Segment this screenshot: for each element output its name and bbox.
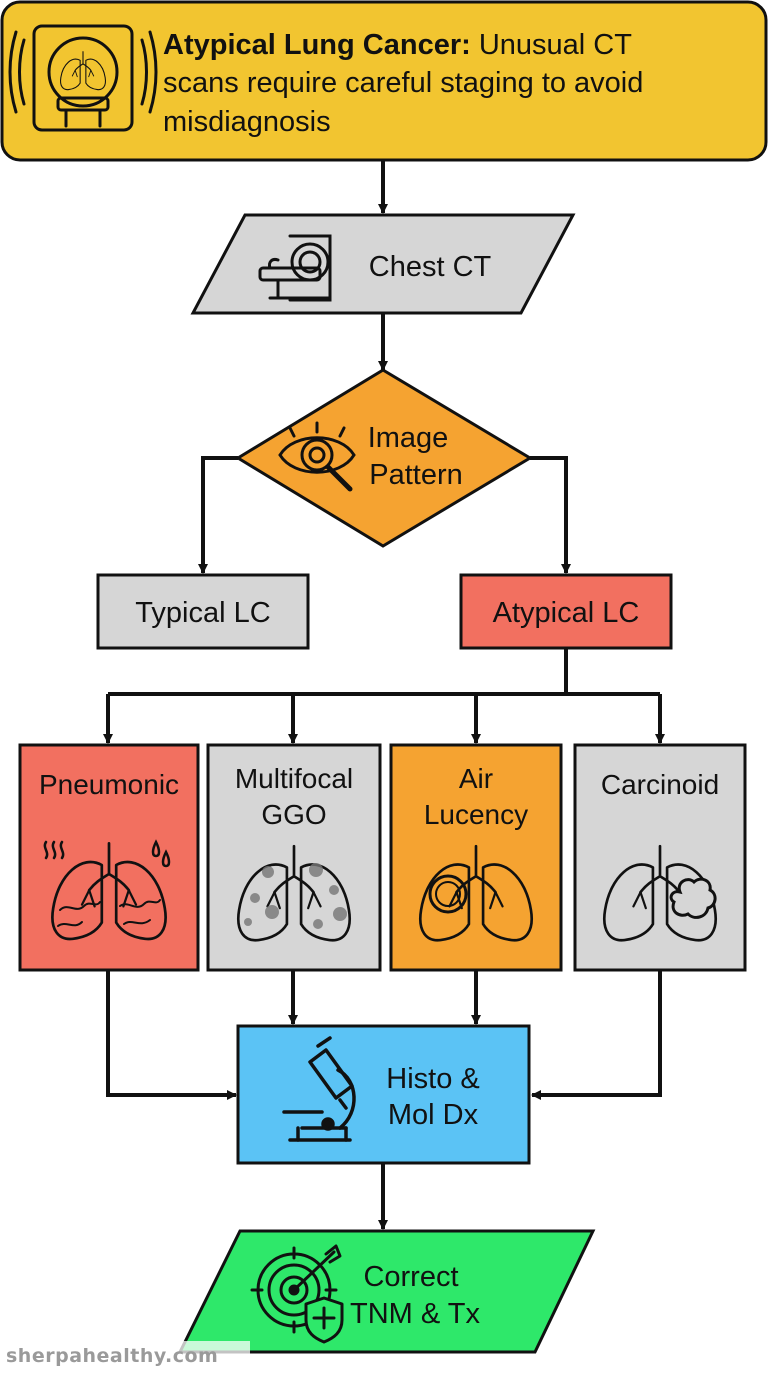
- header-line1: Atypical Lung Cancer: Unusual CT: [163, 29, 632, 61]
- watermark-text: sherpahealthy.com: [6, 1345, 219, 1367]
- lungs-mass-icon: [602, 844, 718, 942]
- ggo-node: Multifocal GGO: [206, 743, 382, 972]
- carcinoid-label: Carcinoid: [601, 769, 719, 800]
- typical-lc-box: [96, 573, 310, 650]
- ct-scanner-icon: [258, 234, 332, 302]
- ggo-line1: Multifocal: [235, 763, 353, 794]
- connectors: [103, 160, 665, 1230]
- arrow-pneumonic-to-histo: [106, 970, 237, 1100]
- correct-tnm-shape: [177, 1229, 596, 1354]
- image-pattern-shape: [235, 368, 533, 548]
- typical-lc-label: Typical LC: [135, 597, 270, 629]
- atypical-lc-box: [459, 573, 673, 650]
- microscope-icon: [282, 1036, 356, 1142]
- histo-line2: Mol Dx: [388, 1099, 479, 1131]
- header-line1-rest: Unusual CT: [479, 29, 632, 61]
- lungs-cavity-icon: [418, 844, 534, 942]
- header-bold: Atypical Lung Cancer:: [163, 29, 471, 61]
- arrow-pattern-to-atypical: [530, 456, 571, 574]
- header-background: [0, 0, 768, 162]
- ct-scanner-lungs-icon: [8, 24, 158, 132]
- arrow-carcinoid-to-histo: [531, 970, 662, 1100]
- correct-line1: Correct: [363, 1261, 458, 1293]
- watermark: sherpahealthy.com: [0, 1341, 250, 1371]
- air-lucency-node: Air Lucency: [389, 743, 563, 972]
- image-pattern-line2: Pattern: [369, 459, 463, 491]
- atypical-lc-label: Atypical LC: [493, 597, 640, 629]
- correct-tnm-node: Correct TNM & Tx: [177, 1229, 596, 1354]
- ggo-line2: GGO: [261, 799, 326, 830]
- header-banner: Atypical Lung Cancer: Unusual CT scans r…: [0, 0, 768, 162]
- chest-ct-node: Chest CT: [190, 213, 576, 315]
- pneumonic-label: Pneumonic: [39, 769, 179, 800]
- header-line2: scans require careful staging to avoid: [163, 67, 643, 99]
- chest-ct-label: Chest CT: [369, 251, 492, 283]
- atypical-lc-node: Atypical LC: [459, 573, 673, 650]
- correct-line2: TNM & Tx: [350, 1298, 480, 1330]
- pneumonic-node: Pneumonic: [18, 743, 200, 972]
- lungs-consolidation-icon: [43, 839, 171, 941]
- histo-node: Histo & Mol Dx: [236, 1024, 531, 1165]
- header-line3: misdiagnosis: [163, 106, 331, 138]
- chest-ct-shape: [190, 213, 576, 315]
- arrow-pattern-to-typical: [198, 456, 238, 574]
- typical-lc-node: Typical LC: [96, 573, 310, 650]
- histo-line1: Histo &: [386, 1063, 479, 1095]
- eye-magnifier-icon: [278, 421, 356, 492]
- air-lucency-line2: Lucency: [424, 799, 528, 830]
- carcinoid-node: Carcinoid: [573, 743, 747, 972]
- air-lucency-line1: Air: [459, 763, 493, 794]
- image-pattern-node: Image Pattern: [235, 368, 533, 548]
- histo-box: [236, 1024, 531, 1165]
- target-shield-icon: [250, 1244, 344, 1344]
- lungs-ground-glass-icon: [236, 844, 352, 942]
- image-pattern-line1: Image: [368, 422, 449, 454]
